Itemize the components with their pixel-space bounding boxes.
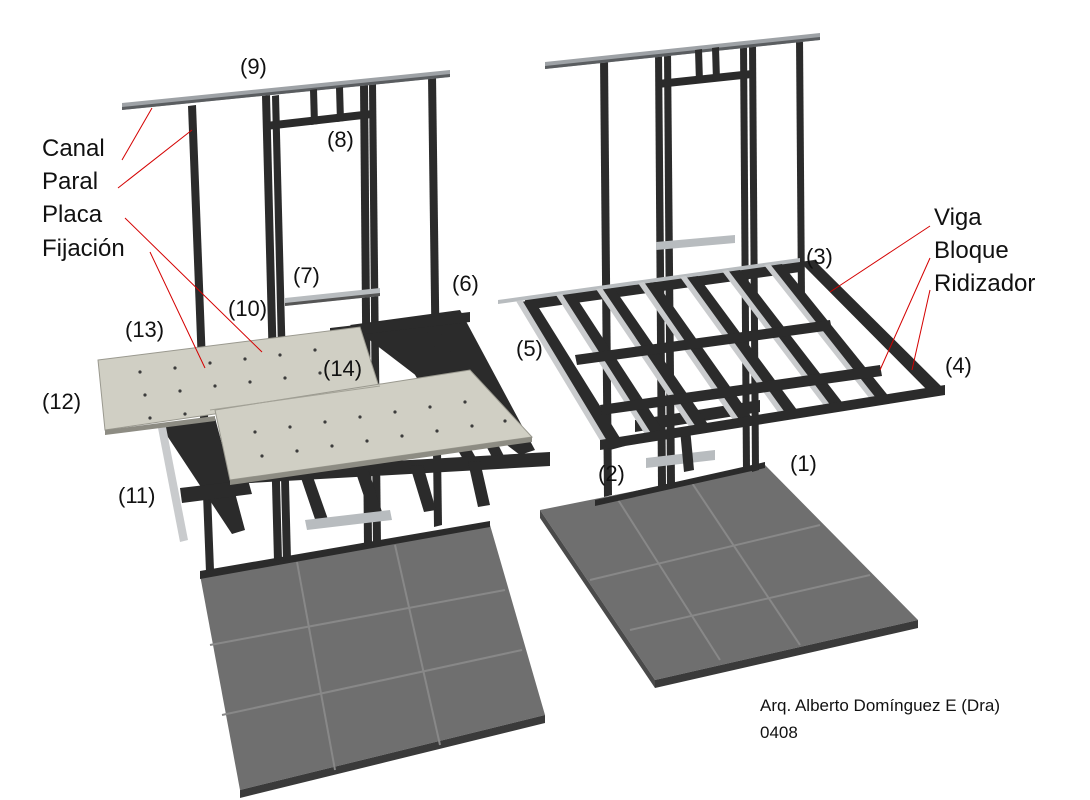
right-header-lintel <box>658 47 752 88</box>
legend-canal: Canal <box>42 135 105 162</box>
leader-lines <box>117 107 931 371</box>
left-board-panel-b-edge <box>230 437 532 485</box>
right-bottom-track <box>595 462 765 506</box>
right-joist-highlights <box>516 264 876 447</box>
legend-bloque: Bloque <box>934 237 1009 264</box>
callout-5: (5) <box>516 336 543 361</box>
legend-placa: Placa <box>42 201 103 228</box>
callout-9: (9) <box>240 54 267 79</box>
callout-10: (10) <box>228 296 268 321</box>
left-slab-grid <box>209 544 523 771</box>
left-board-screws <box>138 348 507 458</box>
callout-6: (6) <box>452 271 479 296</box>
credit-code: 0408 <box>760 723 798 742</box>
callout-1: (1) <box>790 451 817 476</box>
legend-paral: Paral <box>42 168 99 195</box>
left-bottom-track <box>200 521 490 579</box>
callout-13: (13) <box>125 317 165 342</box>
callout-14: (14) <box>323 356 363 381</box>
left-lower-joists <box>160 418 550 534</box>
left-rim-joist-back <box>330 312 470 338</box>
left-sill-shadow <box>285 293 380 306</box>
right-lower-sill <box>646 450 715 468</box>
left-board-panel-a-edge <box>105 416 215 435</box>
left-slab-top <box>200 525 545 790</box>
callout-3: (3) <box>806 244 833 269</box>
left-sill-lower <box>305 510 392 530</box>
callout-11: (11) <box>118 483 156 508</box>
callout-4: (4) <box>945 353 972 378</box>
right-slab-edge <box>655 620 918 688</box>
legend-fijacion: Fijación <box>42 235 125 262</box>
right-rim-joist-front <box>600 385 945 450</box>
left-board-seam <box>209 385 381 411</box>
left-header-lintel <box>266 87 372 130</box>
legend-ridizador: Ridizador <box>934 270 1036 297</box>
callout-7: (7) <box>293 263 320 288</box>
credit-author: Arq. Alberto Domínguez E (Dra) <box>760 696 1000 715</box>
right-blocking <box>575 320 882 415</box>
right-slab-top <box>540 465 918 680</box>
left-side-channel <box>158 427 188 542</box>
right-slab-side <box>540 510 655 688</box>
callout-12: (12) <box>42 389 82 414</box>
left-top-track-lip <box>122 74 450 110</box>
right-slab-grid <box>589 479 871 661</box>
right-top-track-lip <box>545 37 820 69</box>
legend-viga: Viga <box>934 204 982 231</box>
right-sill <box>656 235 735 250</box>
left-slab-edge <box>240 715 545 798</box>
callout-8: (8) <box>327 127 354 152</box>
callout-2: (2) <box>598 461 625 486</box>
right-rim-joist-back-top <box>498 258 800 304</box>
